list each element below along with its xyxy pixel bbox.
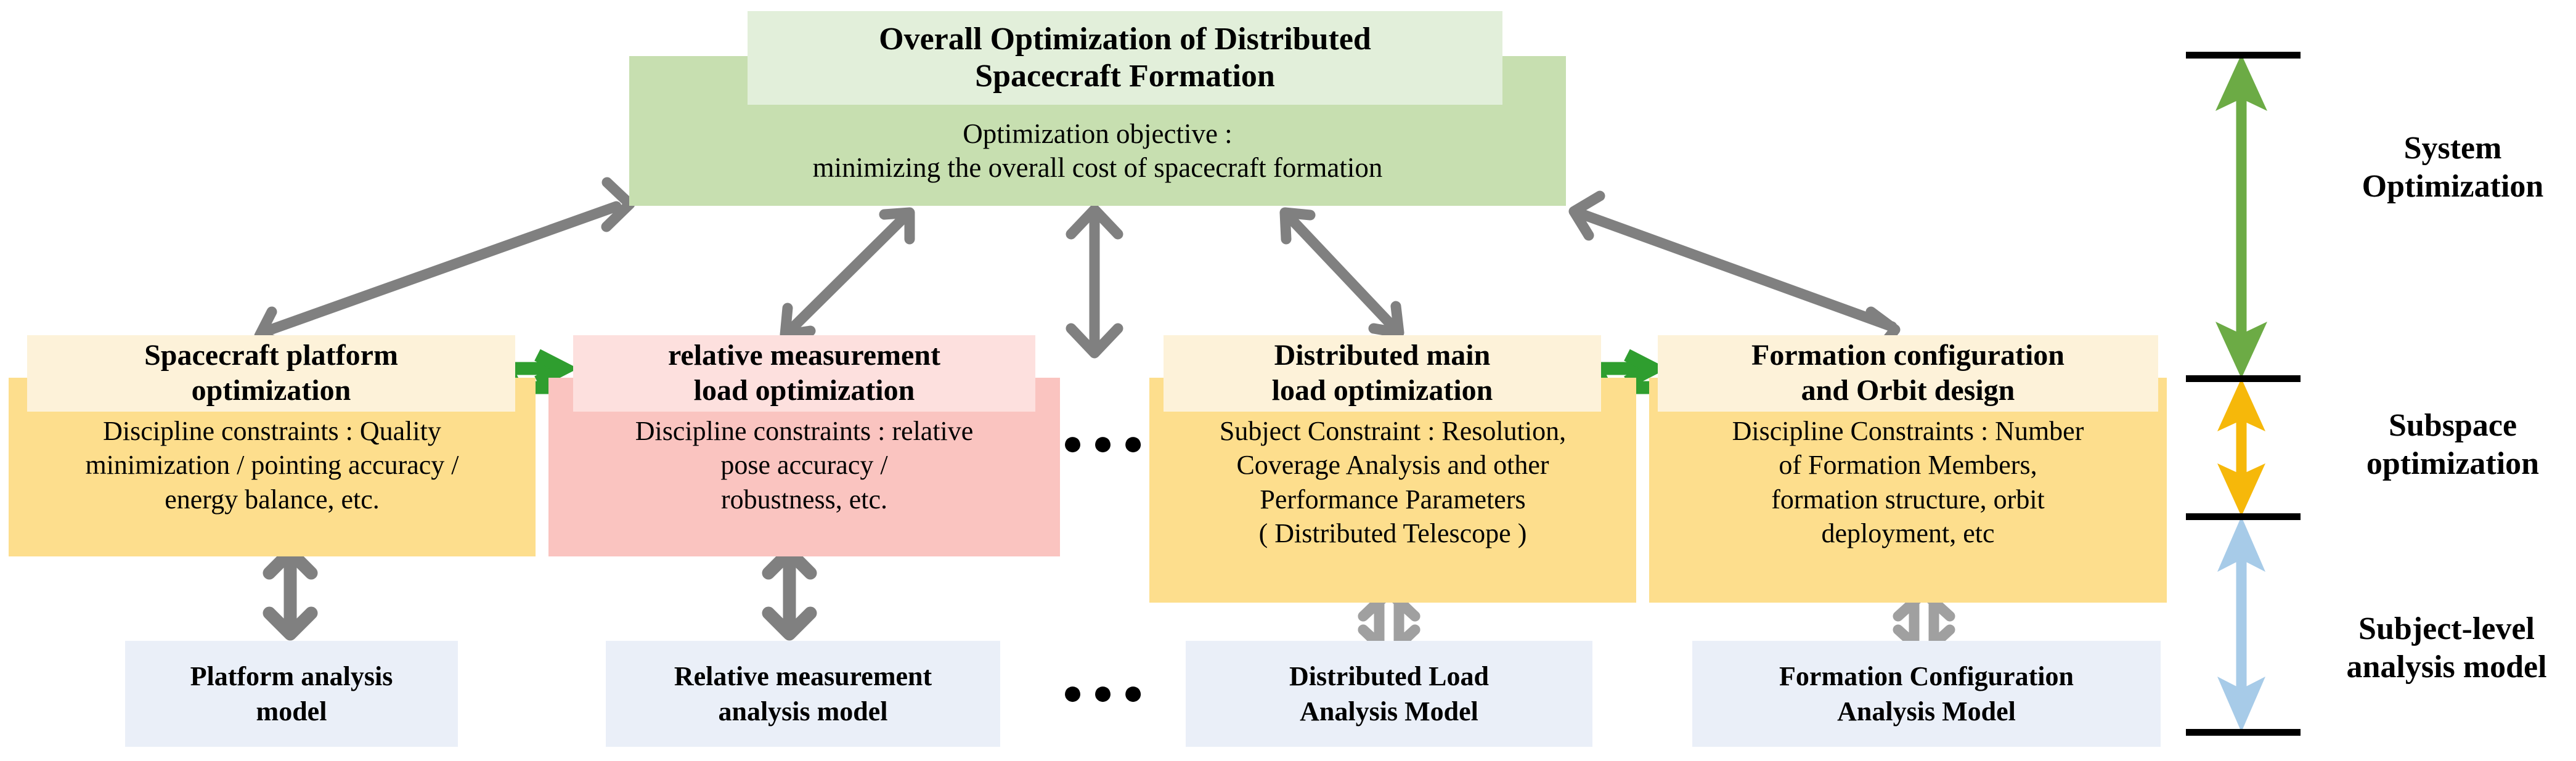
subspace-card-platform-title: Spacecraft platform optimization [144, 339, 398, 407]
legend-rule-top [2186, 52, 2301, 59]
subspace-card-distributed-constraints: Subject Constraint : Resolution, Coverag… [1219, 416, 1567, 549]
arrow-center-to-system [1066, 204, 1123, 359]
analysis-model-platform[interactable]: Platform analysis model [125, 641, 458, 747]
subspace-card-relative-title: relative measurement load optimization [667, 339, 941, 407]
subspace-card-formation-title: Formation configuration and Orbit design [1751, 339, 2064, 407]
legend-label-subspace: Subspace optimization [2366, 408, 2540, 482]
analysis-model-relative-label: Relative measurement analysis model [674, 661, 932, 726]
subspace-card-distributed-title: Distributed main load optimization [1271, 339, 1493, 407]
arrow-formation-to-system [1568, 190, 1901, 358]
subspace-card-distributed-body[interactable] [1149, 378, 1636, 603]
subspace-card-formation-constraints: Discipline Constraints : Number of Forma… [1732, 416, 2084, 549]
legend-label-subject: Subject-level analysis model [2346, 611, 2547, 685]
analysis-model-platform-label: Platform analysis model [190, 661, 393, 726]
legend-rule-bottom [2186, 729, 2301, 736]
arrow-platform-to-system [254, 177, 635, 349]
legend-arrow-system [2215, 54, 2267, 378]
ellipsis-subspace-row: ●●● [1062, 423, 1153, 463]
analysis-model-distributed-label: Distributed Load Analysis Model [1289, 661, 1489, 726]
ellipsis-model-row: ●●● [1062, 672, 1153, 712]
subspace-card-formation-header[interactable]: Formation configuration and Orbit design [1658, 335, 2158, 412]
subspace-card-formation-body[interactable] [1649, 378, 2167, 603]
legend-arrow-subject [2217, 516, 2265, 732]
arrow-distributed-to-system [1279, 207, 1404, 338]
subspace-card-relative-constraints: Discipline constraints : relative pose a… [635, 416, 974, 515]
subspace-card-distributed-header[interactable]: Distributed main load optimization [1164, 335, 1601, 412]
analysis-model-formation[interactable]: Formation Configuration Analysis Model [1692, 641, 2161, 747]
legend-rule-second [2186, 375, 2301, 382]
legend-label-system: System Optimization [2362, 131, 2544, 205]
legend-rule-third [2186, 513, 2301, 520]
subspace-card-platform-constraints: Discipline constraints : Quality minimiz… [85, 416, 459, 515]
arrow-platform-to-model [263, 545, 318, 641]
subspace-card-platform-header[interactable]: Spacecraft platform optimization [27, 335, 515, 412]
system-optimization-title-box[interactable]: Overall Optimization of Distributed Spac… [748, 11, 1502, 105]
analysis-model-formation-label: Formation Configuration Analysis Model [1779, 661, 2074, 726]
arrow-relative-to-system [780, 207, 915, 340]
arrow-relative-to-model [762, 545, 817, 641]
system-optimization-objective: Optimization objective : minimizing the … [812, 118, 1383, 183]
analysis-model-distributed[interactable]: Distributed Load Analysis Model [1186, 641, 1592, 747]
analysis-model-relative[interactable]: Relative measurement analysis model [606, 641, 1000, 747]
system-optimization-title: Overall Optimization of Distributed Spac… [879, 21, 1371, 94]
subspace-card-relative-header[interactable]: relative measurement load optimization [573, 335, 1035, 412]
legend-arrow-subspace [2217, 378, 2265, 516]
